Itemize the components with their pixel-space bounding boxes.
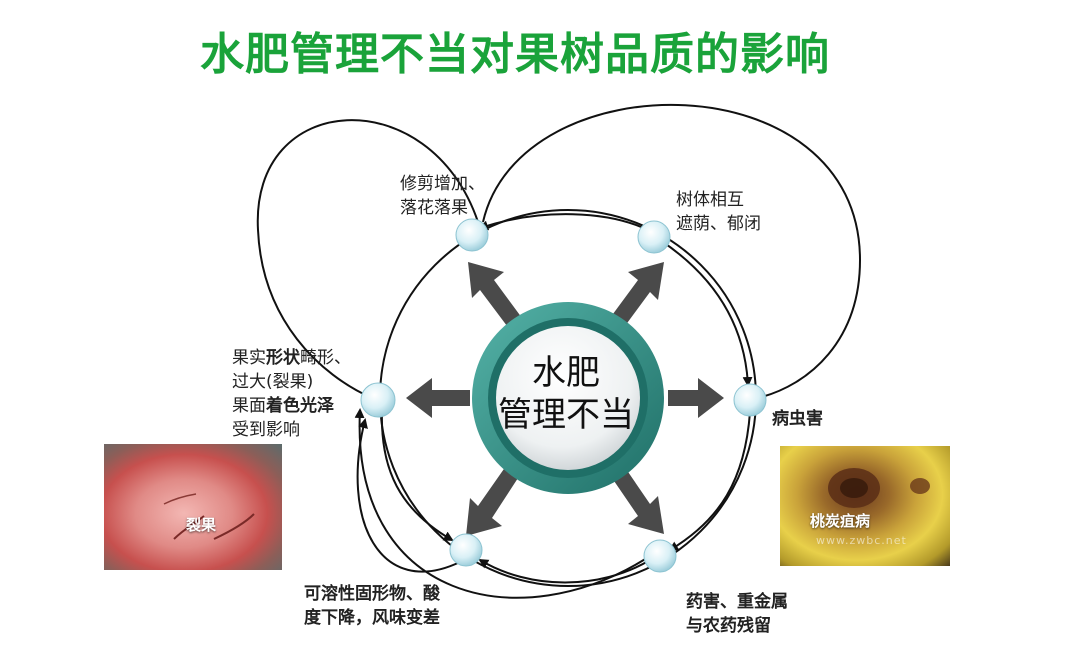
center-label: 水肥 管理不当 xyxy=(486,352,646,436)
label-left-l1b: 形状 xyxy=(266,348,300,368)
radial-arrows xyxy=(406,262,724,536)
arrow-down-left xyxy=(466,466,518,536)
photo-left-caption: 裂果 xyxy=(186,516,217,534)
label-top-left-line2: 落花落果 xyxy=(400,198,468,218)
arc-left-to-bl xyxy=(380,409,454,542)
arc-right-to-br xyxy=(668,411,751,552)
arrow-up-left xyxy=(468,262,522,330)
lesion-spots xyxy=(828,468,930,508)
label-left-l3b: 着色光泽 xyxy=(266,396,334,416)
arrow-down-right xyxy=(612,466,664,534)
label-top-right-line1: 树体相互 xyxy=(676,190,744,210)
label-bottom-right-line2: 与农药残留 xyxy=(686,616,771,636)
photo-right-caption: 桃炭疽病 xyxy=(810,512,871,530)
center-disc xyxy=(496,326,640,470)
label-bottom-left-line2: 度下降，风味变差 xyxy=(304,608,440,628)
label-left-line4: 受到影响 xyxy=(232,420,300,440)
arc-tr-to-tl xyxy=(478,213,653,233)
node-right xyxy=(733,383,767,417)
node-left xyxy=(360,382,396,418)
label-left-line2: 过大(裂果) xyxy=(232,372,314,392)
label-top-left-line1: 修剪增加、 xyxy=(400,174,485,194)
node-top-right xyxy=(637,220,671,254)
arrow-left xyxy=(406,378,470,418)
label-bottom-left-line1: 可溶性固形物、酸 xyxy=(304,584,440,604)
center-line-2: 管理不当 xyxy=(498,395,634,435)
label-right: 病虫害 xyxy=(772,409,823,429)
photo-cracked-fruit: 裂果 xyxy=(104,444,282,570)
label-left-l1c: 畸形、 xyxy=(300,348,351,368)
arc-br-to-bl xyxy=(478,558,651,584)
loop-top-left xyxy=(256,119,479,400)
diagram-title: 水肥管理不当对果树品质的影响 xyxy=(200,29,830,80)
arc-bl-to-left xyxy=(356,418,461,573)
label-left-line3: 果面着色光泽 xyxy=(232,394,351,418)
photo-right-watermark: www.zwbc.net xyxy=(816,534,907,547)
label-left: 果实形状畸形、 过大(裂果) 果面着色光泽 受到影响 xyxy=(232,346,351,442)
label-top-right-line2: 遮荫、郁闭 xyxy=(676,214,761,234)
label-bottom-left: 可溶性固形物、酸 度下降，风味变差 xyxy=(304,582,440,630)
label-left-line1: 果实形状畸形、 xyxy=(232,346,351,370)
arrow-up-right xyxy=(610,262,664,330)
arc-tr-to-right xyxy=(659,239,753,387)
node-top-left xyxy=(455,218,489,252)
label-bottom-right-line1: 药害、重金属 xyxy=(686,592,788,612)
label-left-l3a: 果面 xyxy=(232,396,266,416)
crack-lines xyxy=(163,493,255,540)
label-top-left: 修剪增加、 落花落果 xyxy=(400,172,485,220)
photo-anthracnose: 桃炭疽病 www.zwbc.net xyxy=(780,446,950,566)
arc-br-to-left xyxy=(354,408,651,599)
node-bottom-left xyxy=(449,533,483,567)
node-bottom-right xyxy=(643,539,677,573)
label-top-right: 树体相互 遮荫、郁闭 xyxy=(676,188,761,236)
loop-top-right xyxy=(482,103,862,399)
label-left-l1a: 果实 xyxy=(232,348,266,368)
label-bottom-right: 药害、重金属 与农药残留 xyxy=(686,590,788,638)
arrow-right xyxy=(668,378,724,418)
center-line-1: 水肥 xyxy=(532,353,600,393)
